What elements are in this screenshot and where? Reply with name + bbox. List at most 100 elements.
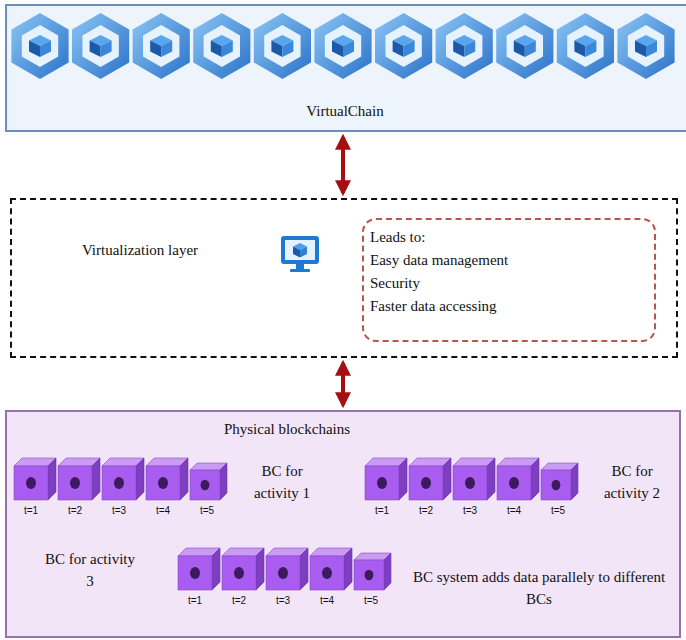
time-label: t=5 <box>349 595 393 607</box>
label-holder: t=4 <box>492 505 536 517</box>
chain-icon <box>254 13 311 79</box>
hex-inner <box>507 25 543 67</box>
block-cube <box>310 548 352 590</box>
cube-side <box>136 458 144 500</box>
text-group: Leads to:Easy data managementSecurityFas… <box>370 226 646 318</box>
cube-top <box>271 35 293 46</box>
cube-side <box>487 458 495 500</box>
cube-left <box>150 41 161 58</box>
label-holder: t=2 <box>217 595 261 607</box>
block-cube <box>102 458 144 500</box>
node-text: Easy data management <box>370 249 646 272</box>
chain-icon <box>193 13 250 79</box>
cube-side <box>180 458 188 500</box>
cube-top <box>266 548 308 556</box>
cube-top <box>354 553 391 560</box>
cube-top <box>541 463 578 470</box>
double-arrow <box>341 363 345 405</box>
cube-top <box>29 35 51 46</box>
block-cube <box>178 548 220 590</box>
label-holder: t=3 <box>261 595 305 607</box>
block-cube <box>497 458 539 500</box>
cube-front <box>354 560 384 590</box>
cube-top <box>393 35 415 46</box>
cube-right <box>282 41 293 58</box>
cube-top <box>453 458 495 466</box>
hex-outer <box>557 13 614 79</box>
cube-hole <box>234 567 244 579</box>
chain-icon <box>617 13 674 79</box>
cube-top <box>146 458 188 466</box>
cube-side <box>571 463 578 500</box>
cube-top <box>635 35 657 46</box>
cube-top <box>102 458 144 466</box>
hex-outer <box>11 13 68 79</box>
cube-hole <box>114 477 124 489</box>
cube-left <box>90 41 101 58</box>
node-text: Faster data accessing <box>370 295 646 318</box>
chain-icon <box>375 13 432 79</box>
cube-right <box>40 41 51 58</box>
block-cube <box>190 463 227 500</box>
cube-hole <box>377 477 387 489</box>
cube-top <box>178 548 220 556</box>
chain-label: BC for activity 3 <box>40 548 140 592</box>
cube-front <box>409 466 443 500</box>
time-label: t=3 <box>97 505 141 517</box>
cube-right <box>222 41 233 58</box>
cube-top <box>90 35 112 46</box>
time-label: t=1 <box>9 505 53 517</box>
cube-hole <box>465 477 475 489</box>
time-label: t=5 <box>185 505 229 517</box>
chain-icon <box>557 13 614 79</box>
cube-top <box>150 35 172 46</box>
cube-hole <box>421 477 431 489</box>
virtualization-box: Leads to:Easy data managementSecurityFas… <box>10 198 678 358</box>
node-heading: Physical blockchains <box>197 418 377 440</box>
hex-outer <box>72 13 129 79</box>
hex-outer <box>133 13 190 79</box>
cube-right <box>343 41 354 58</box>
cube-front <box>178 556 212 590</box>
cube-left <box>332 41 343 58</box>
block-cube <box>58 458 100 500</box>
chain-activity-1 <box>14 458 227 500</box>
hex-outer <box>617 13 674 79</box>
cube-right <box>404 41 415 58</box>
label-holder: BC for activity 1 <box>240 460 324 504</box>
chain-icon <box>314 13 371 79</box>
label-holder: BC system adds data parallely to differe… <box>408 566 670 610</box>
cube-side <box>220 463 227 500</box>
label-holder: t=1 <box>9 505 53 517</box>
label-holder: t=5 <box>185 505 229 517</box>
node-heading: Virtualization layer <box>78 238 202 262</box>
hex-inner <box>82 25 118 67</box>
cube-front <box>146 466 180 500</box>
cube-right <box>464 41 475 58</box>
cube-hole <box>201 480 210 491</box>
cube-left <box>635 41 646 58</box>
text-group: Virtualization layer <box>78 238 202 262</box>
virtual-chain-icons <box>11 13 674 79</box>
chain-icon <box>436 13 493 79</box>
cube-front <box>541 470 571 500</box>
time-label: t=2 <box>404 505 448 517</box>
cube-top <box>222 548 264 556</box>
cube-top <box>14 458 56 466</box>
label-holder: t=1 <box>173 595 217 607</box>
cube-front <box>222 556 256 590</box>
cube-top <box>365 458 407 466</box>
hex-inner <box>446 25 482 67</box>
time-label: t=3 <box>261 595 305 607</box>
cube-front <box>266 556 300 590</box>
cube-left <box>293 247 300 258</box>
cube-hole <box>70 477 80 489</box>
hex-inner <box>264 25 300 67</box>
hex-outer <box>314 13 371 79</box>
label-holder: t=4 <box>141 505 185 517</box>
cube-front <box>310 556 344 590</box>
hex-inner <box>567 25 603 67</box>
text-group: Physical blockchains <box>197 418 377 440</box>
chain-icon <box>11 13 68 79</box>
chain-icon <box>496 13 553 79</box>
